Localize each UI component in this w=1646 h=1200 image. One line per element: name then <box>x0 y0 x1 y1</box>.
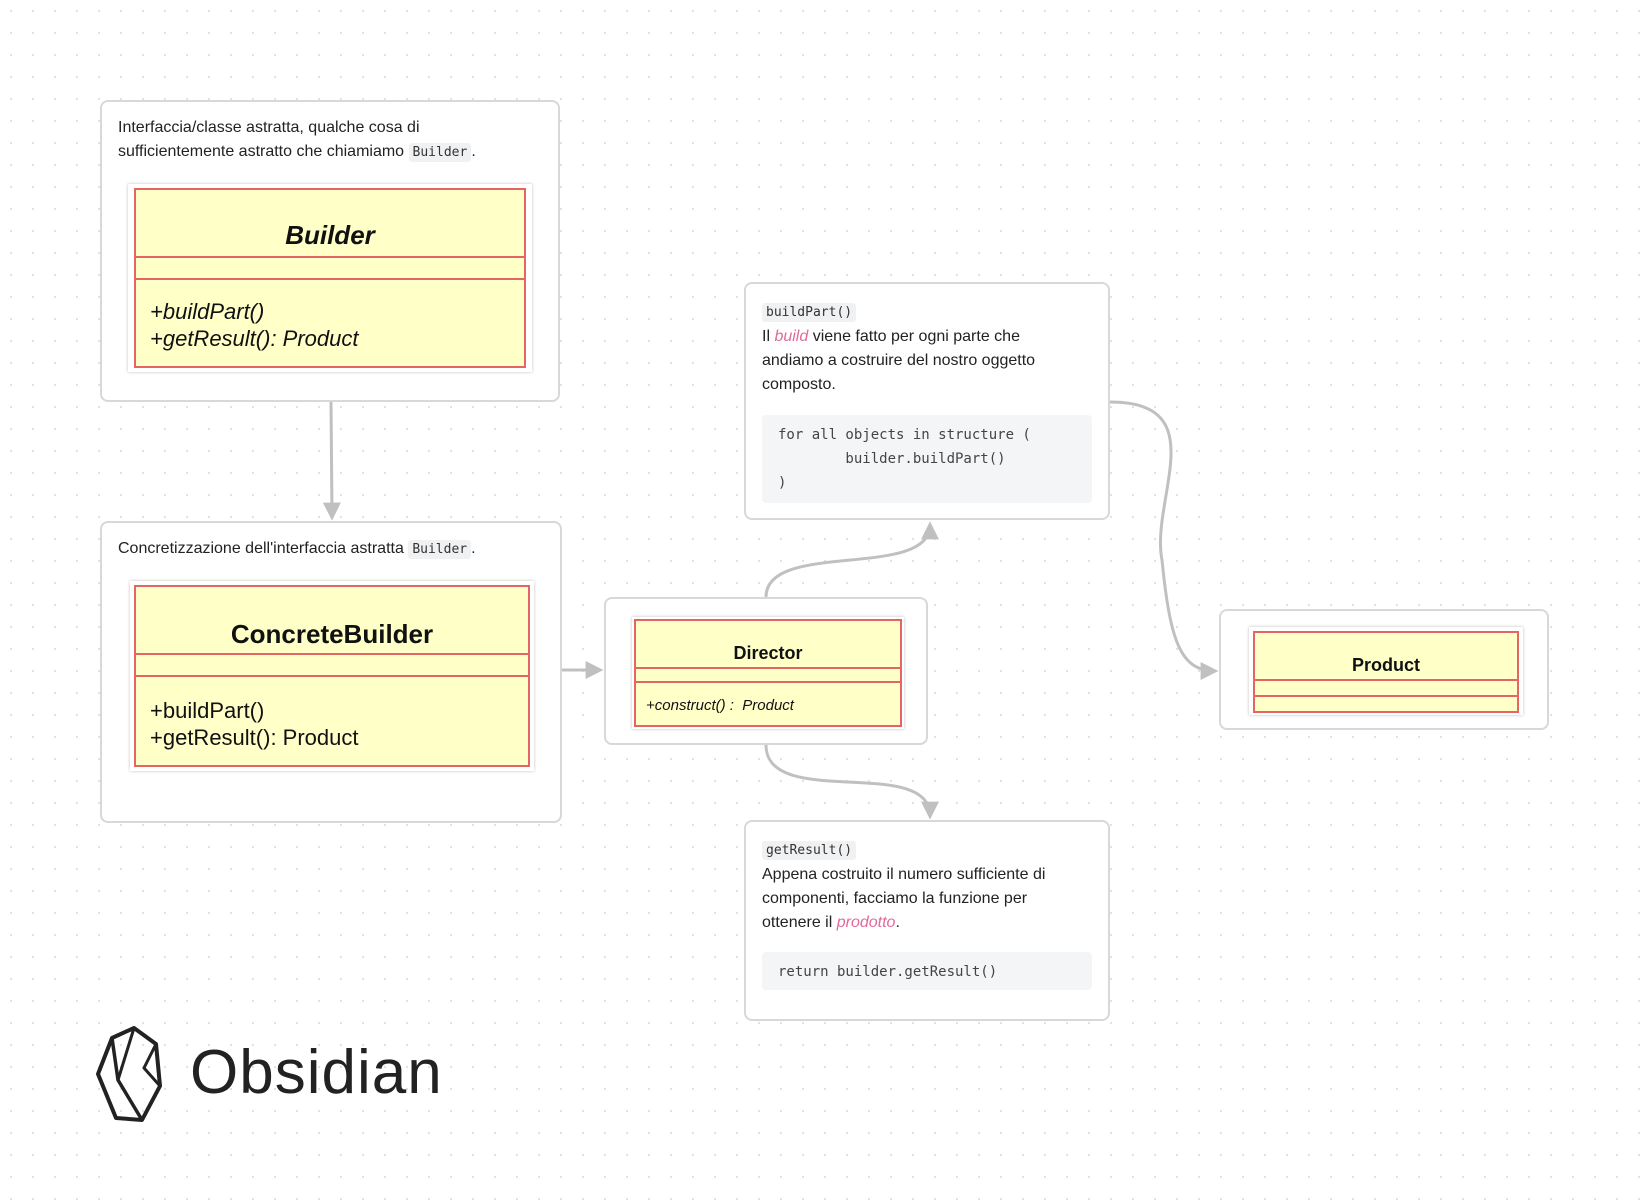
uml-concrete-divider-2 <box>136 675 528 677</box>
builder-note-text: Interfaccia/classe astratta, qualche cos… <box>118 119 420 160</box>
card-product[interactable]: Product <box>1219 609 1549 730</box>
uml-product-divider-1 <box>1255 679 1517 681</box>
card-concrete-text: Concretizzazione dell'interfaccia astrat… <box>118 537 548 562</box>
card-director[interactable]: Director +construct() : Product <box>604 597 928 745</box>
getresult-text-2: . <box>895 914 900 931</box>
edge-builder-to-concrete <box>322 401 341 521</box>
uml-product-name: Product <box>1351 655 1420 675</box>
uml-builder-class: Builder +buildPart() +getResult(): Produ… <box>134 188 526 368</box>
uml-director-divider-1 <box>636 667 900 669</box>
builder-inline-code: Builder <box>408 143 472 162</box>
edge-director-to-getresult <box>764 744 939 820</box>
uml-director-class: Director +construct() : Product <box>634 619 902 727</box>
getresult-inline-code: getResult() <box>762 841 857 860</box>
uml-product-class: Product <box>1253 631 1519 713</box>
buildpart-codeblock: for all objects in structure ( builder.b… <box>762 415 1092 503</box>
uml-director-image: Director +construct() : Product <box>632 617 904 729</box>
uml-builder-methods: +buildPart() +getResult(): Product <box>150 299 359 351</box>
uml-builder-image: Builder +buildPart() +getResult(): Produ… <box>128 184 532 372</box>
buildpart-inline-code: buildPart() <box>762 303 857 322</box>
card-concrete-builder[interactable]: Concretizzazione dell'interfaccia astrat… <box>100 521 562 823</box>
uml-concrete-builder-image: ConcreteBuilder +buildPart() +getResult(… <box>130 581 534 771</box>
buildpart-text-1: Il <box>762 328 775 345</box>
uml-product-image: Product <box>1249 627 1523 715</box>
buildpart-emphasis: build <box>774 328 809 345</box>
edge-director-to-buildpart <box>764 521 939 598</box>
uml-builder-name: Builder <box>285 220 375 250</box>
card-buildpart[interactable]: buildPart() Il build viene fatto per ogn… <box>744 282 1110 520</box>
edge-buildpart-to-product <box>1109 400 1219 680</box>
obsidian-logo-icon <box>96 1026 162 1122</box>
card-buildpart-text: buildPart() Il build viene fatto per ogn… <box>762 300 1082 397</box>
uml-concrete-builder-class: ConcreteBuilder +buildPart() +getResult(… <box>134 585 530 767</box>
builder-note-period: . <box>471 143 476 160</box>
uml-concrete-divider-1 <box>136 653 528 655</box>
obsidian-logo-text: Obsidian <box>190 1038 443 1107</box>
uml-director-methods: +construct() : Product <box>646 697 794 714</box>
concrete-note-text: Concretizzazione dell'interfaccia astrat… <box>118 540 409 557</box>
uml-concrete-builder-name: ConcreteBuilder <box>230 619 434 649</box>
getresult-codeblock: return builder.getResult() <box>762 952 1092 990</box>
card-builder-text: Interfaccia/classe astratta, qualche cos… <box>118 116 538 165</box>
uml-product-divider-2 <box>1255 695 1517 697</box>
card-getresult[interactable]: getResult() Appena costruito il numero s… <box>744 820 1110 1021</box>
card-getresult-text: getResult() Appena costruito il numero s… <box>762 838 1082 935</box>
uml-director-divider-2 <box>636 681 900 683</box>
getresult-emphasis: prodotto <box>836 914 896 931</box>
uml-builder-divider-2 <box>136 278 524 280</box>
concrete-inline-code: Builder <box>408 540 472 559</box>
buildpart-text-2: viene fatto per ogni parte che andiamo a… <box>762 328 1036 393</box>
concrete-note-period: . <box>471 540 476 557</box>
uml-concrete-builder-methods: +buildPart() +getResult(): Product <box>150 698 359 750</box>
getresult-text-1: Appena costruito il numero sufficiente d… <box>762 866 1046 931</box>
uml-director-name: Director <box>733 643 803 663</box>
card-builder[interactable]: Interfaccia/classe astratta, qualche cos… <box>100 100 560 402</box>
uml-builder-divider-1 <box>136 256 524 258</box>
